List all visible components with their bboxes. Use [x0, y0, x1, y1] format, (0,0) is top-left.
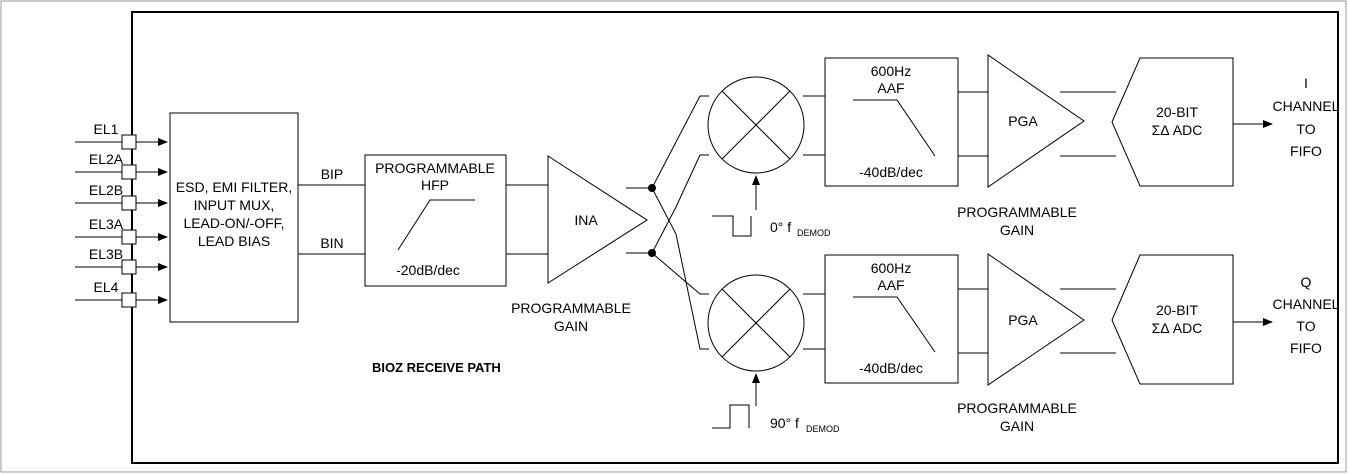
label-el4: EL4 [94, 279, 119, 295]
input-labels: EL1 EL2A EL2B EL3A EL3B EL4 [89, 121, 124, 295]
label-el3a: EL3A [89, 216, 124, 232]
aaf-slope-i: -40dB/dec [859, 164, 923, 180]
junction-top [648, 184, 656, 192]
aaf-label-q: AAF [877, 277, 904, 293]
label-el1: EL1 [94, 121, 119, 137]
output-q-line-3: TO [1296, 318, 1315, 334]
ina-gain-1: PROGRAMMABLE [511, 300, 631, 316]
adc-line-1-i: 20-BIT [1156, 104, 1198, 120]
demod-waveform-q [712, 404, 750, 429]
aaf-block-q [824, 254, 959, 384]
aaf-freq-q: 600Hz [871, 260, 911, 276]
pga-amplifier-i [987, 54, 1085, 188]
demod-waveform-i [712, 215, 752, 237]
demod-sub-q: DEMOD [806, 424, 840, 434]
pin-el2b [75, 195, 168, 211]
pga-amplifier-q [987, 253, 1085, 386]
pin-el2a [75, 164, 168, 180]
output-q-line-2: CHANNEL [1273, 296, 1340, 312]
hpf-response-curve [397, 199, 475, 251]
hpf-title-1: PROGRAMMABLE [375, 160, 495, 176]
mixer-i [707, 76, 805, 174]
esd-line-4: LEAD BIAS [198, 233, 270, 249]
aaf-freq-i: 600Hz [871, 63, 911, 79]
input-pins [75, 134, 168, 308]
output-i-line-2: CHANNEL [1273, 98, 1340, 114]
pga-gain-1-i: PROGRAMMABLE [957, 204, 1077, 220]
mixer-q [707, 274, 805, 372]
aaf-block-i [824, 57, 959, 187]
adc-block-i [1111, 57, 1234, 187]
aaf-slope-q: -40dB/dec [859, 360, 923, 376]
adc-line-1-q: 20-BIT [1156, 302, 1198, 318]
aaf-curve-i [853, 99, 936, 157]
diagram-caption: BIOZ RECEIVE PATH [372, 360, 501, 375]
esd-line-3: LEAD-ON/-OFF, [183, 215, 284, 231]
aaf-label-i: AAF [877, 80, 904, 96]
pga-label-i: PGA [1008, 113, 1038, 129]
label-bin: BIN [320, 235, 343, 251]
esd-mux-block [169, 112, 299, 323]
adc-line-2-q: ΣΔ ADC [1152, 320, 1203, 336]
output-i-line-4: FIFO [1290, 143, 1322, 159]
ina-amplifier [547, 155, 648, 284]
output-q-line-4: FIFO [1290, 340, 1322, 356]
pga-gain-1-q: PROGRAMMABLE [957, 400, 1077, 416]
demod-sub-i: DEMOD [797, 228, 831, 238]
pin-el3b [75, 259, 168, 275]
hpf-title-2: HFP [421, 177, 449, 193]
pga-label-q: PGA [1008, 312, 1038, 328]
pga-gain-2-q: GAIN [1000, 418, 1034, 434]
junction-bottom [648, 249, 656, 257]
aaf-curve-q [853, 296, 936, 353]
pin-el3a [75, 229, 168, 245]
pin-el1 [75, 134, 168, 150]
esd-line-2: INPUT MUX, [194, 197, 275, 213]
ina-output-routing [626, 95, 709, 350]
hpf-slope: -20dB/dec [396, 262, 460, 278]
output-i-line-1: I [1304, 75, 1308, 91]
label-el2b: EL2B [89, 182, 123, 198]
label-el2a: EL2A [89, 151, 124, 167]
demod-label-q: 90° f [770, 415, 799, 431]
adc-line-2-i: ΣΔ ADC [1152, 122, 1203, 138]
output-i-line-3: TO [1296, 121, 1315, 137]
ina-gain-2: GAIN [554, 318, 588, 334]
adc-block-q [1111, 254, 1234, 385]
hpf-block [364, 154, 507, 287]
demod-label-i: 0° f [770, 219, 791, 235]
pin-el4 [75, 292, 168, 308]
esd-line-1: ESD, EMI FILTER, [176, 179, 292, 195]
output-q-line-1: Q [1301, 274, 1312, 290]
ina-label: INA [574, 212, 598, 228]
label-el3b: EL3B [89, 246, 123, 262]
label-bip: BIP [321, 166, 344, 182]
pga-gain-2-i: GAIN [1000, 222, 1034, 238]
